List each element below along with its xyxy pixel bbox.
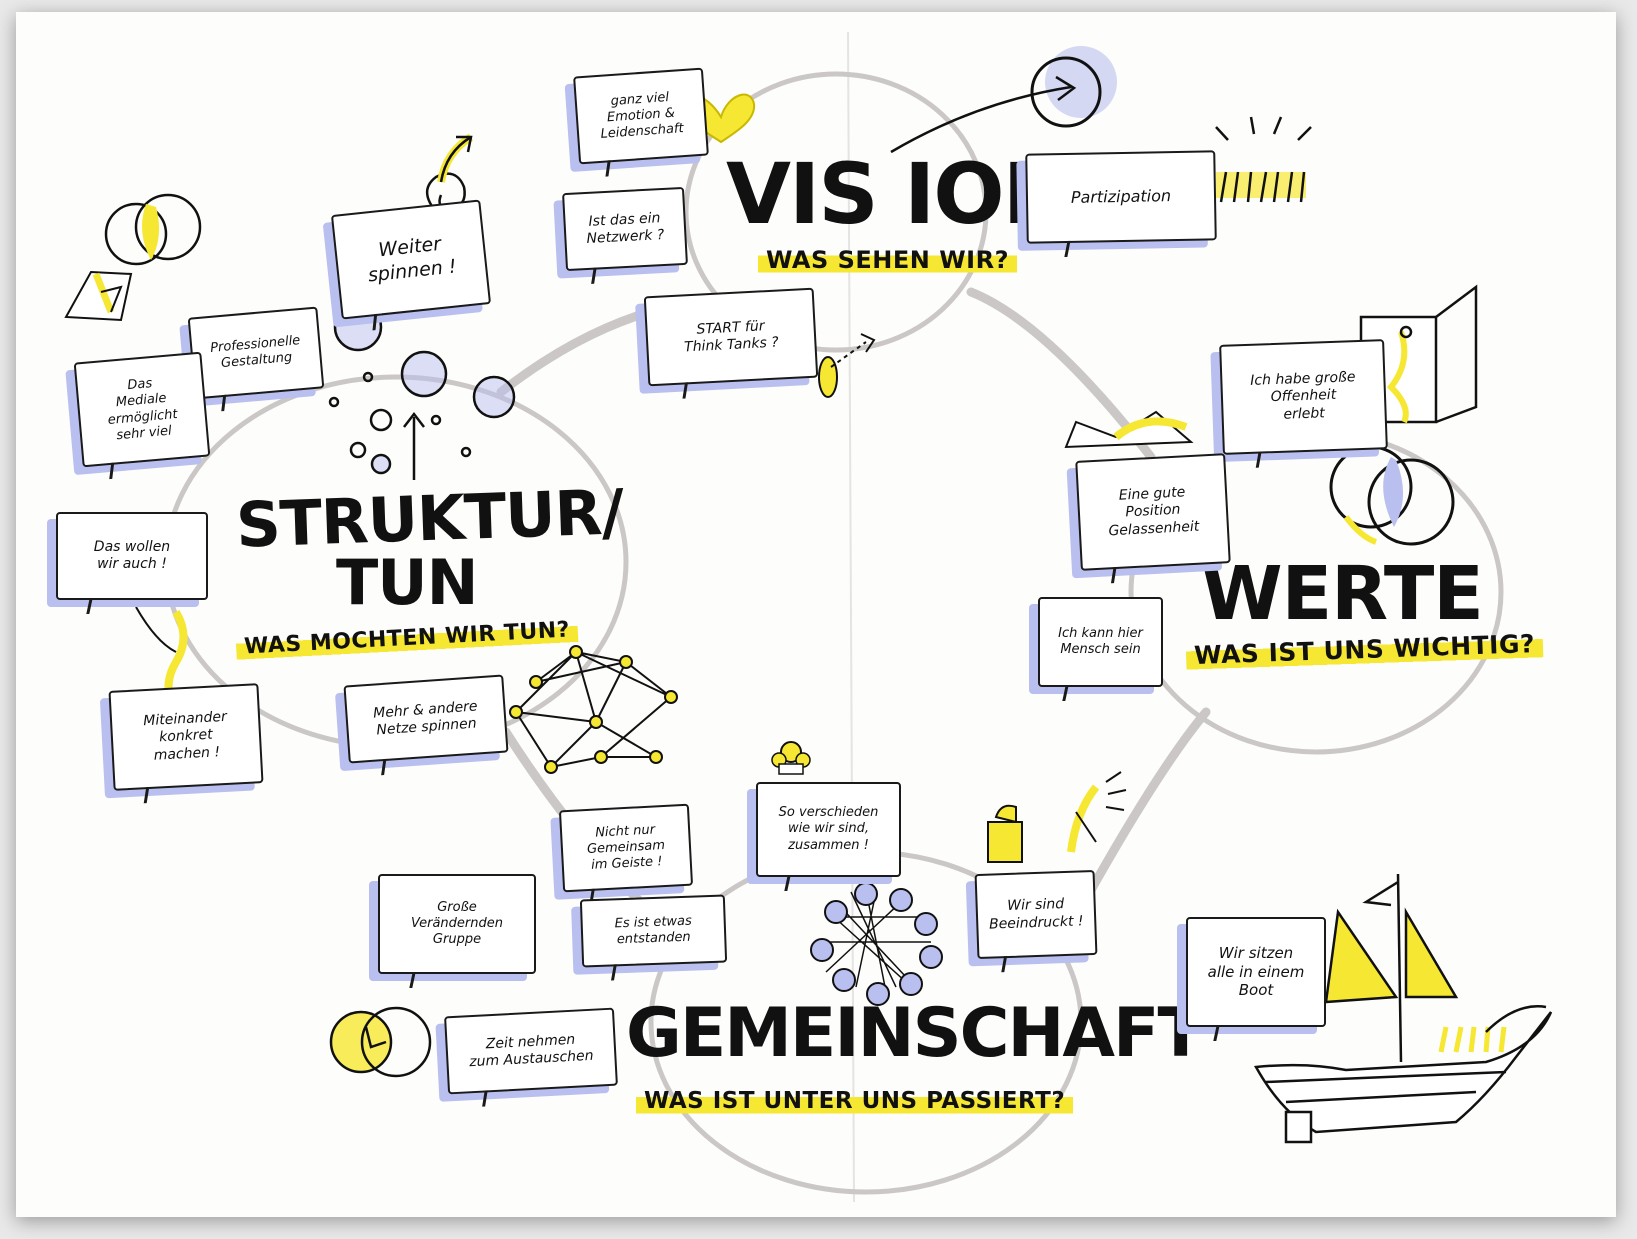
bubble-gelassenheit-text: Eine gute Position Gelassenheit [1108, 484, 1200, 540]
people-circle-icon [810, 882, 943, 1006]
bubble-mensch: Ich kann hier Mensch sein [1038, 597, 1163, 687]
bubble-mensch-text: Ich kann hier Mensch sein [1058, 625, 1143, 657]
werte-title: WERTE [1201, 551, 1484, 637]
bubble-partizipation-text: Partizipation [1070, 186, 1172, 207]
bubble-mediale-text: Das Mediale ermöglicht sehr viel [107, 376, 179, 444]
connector-curve [135, 606, 177, 653]
bubble-so-verschieden: So verschieden wie wir sind, zusammen ! [756, 782, 901, 877]
soap-bubbles-icon [328, 302, 516, 480]
venn-circles-icon [64, 193, 202, 322]
gemeinschaft-subtitle: WAS IST UNTER UNS PASSIERT? [636, 1087, 1074, 1117]
flower-icon [771, 741, 811, 775]
bubble-netze-spinnen-text: Mehr & andere Netze spinnen [372, 697, 479, 739]
bubble-professionelle-text: Professionelle Gestaltung [209, 332, 301, 372]
bubble-nicht-nur-text: Nicht nur Gemeinsam im Geiste ! [586, 822, 666, 873]
page-fold-line [847, 31, 855, 1203]
clock-venn-icon [329, 1006, 432, 1078]
bubble-entstanden: Es ist etwas entstanden [579, 894, 728, 968]
bubble-netzwerk: Ist das ein Netzwerk ? [562, 186, 688, 272]
bubble-offenheit-text: Ich habe große Offenheit erlebt [1250, 368, 1356, 423]
bubble-mediale: Das Mediale ermöglicht sehr viel [73, 351, 211, 468]
vision-cloud [683, 71, 989, 353]
bubble-beeindruckt: Wir sind Beeindruckt ! [974, 869, 1098, 960]
connector-lines [496, 287, 1211, 922]
vision-arrow-circle-icon [890, 46, 1117, 154]
bubble-emotion: ganz viel Emotion & Leidenschaft [573, 67, 709, 165]
bubble-das-wollen-text: Das wollen wir auch ! [93, 538, 171, 573]
bubble-netzwerk-text: Ist das ein Netzwerk ? [586, 209, 665, 248]
bubble-professionelle: Professionelle Gestaltung [187, 306, 325, 400]
bubble-weiter-spinnen: Weiter spinnen ! [330, 199, 492, 320]
bubble-gruppe: Große Verändernden Gruppe [378, 874, 536, 974]
bubble-entstanden-text: Es ist etwas entstanden [614, 913, 693, 948]
sparkle-rays-icon [1215, 116, 1312, 141]
sketch-drawings [64, 31, 1553, 1203]
bubble-think-tanks-text: START für Think Tanks ? [683, 317, 780, 356]
bubble-boot-text: Wir sitzen alle in einem Boot [1207, 943, 1305, 1000]
sailing-ship-icon [1253, 873, 1553, 1144]
bubble-zeit: Zeit nehmen zum Austauschen [444, 1007, 618, 1095]
bubble-beeindruckt-text: Wir sind Beeindruckt ! [988, 896, 1084, 933]
bubble-weiter-spinnen-text: Weiter spinnen ! [366, 232, 458, 287]
bubble-think-tanks: START für Think Tanks ? [643, 287, 819, 387]
werte-venn-circles-icon [1329, 445, 1455, 546]
graphic-recording-sheet: VIS ION WAS SEHEN WIR? STRUKTUR/ TUN WAS… [16, 12, 1616, 1217]
bubble-miteinander-text: Miteinander konkret machen ! [142, 708, 228, 764]
bubble-gelassenheit: Eine gute Position Gelassenheit [1075, 453, 1231, 571]
bowl-icon [1064, 410, 1194, 449]
leaf-arrow-icon [818, 333, 876, 398]
bubble-netze-spinnen: Mehr & andere Netze spinnen [343, 674, 509, 764]
struktur-title-line2: TUN [336, 546, 479, 619]
bubble-so-verschieden-text: So verschieden wie wir sind, zusammen ! [778, 805, 879, 853]
bubble-zeit-text: Zeit nehmen zum Austauschen [468, 1031, 594, 1071]
gemeinschaft-title: GEMEINSCHAFT [626, 994, 1204, 1073]
vision-title: VIS ION [726, 145, 1073, 243]
crowd-icon [1216, 171, 1306, 203]
bubble-partizipation: Partizipation [1025, 150, 1217, 244]
bubble-boot: Wir sitzen alle in einem Boot [1186, 917, 1326, 1027]
network-graph-icon [509, 645, 678, 774]
bubble-miteinander: Miteinander konkret machen ! [108, 683, 264, 791]
bubble-nicht-nur: Nicht nur Gemeinsam im Geiste ! [558, 803, 694, 893]
vision-subtitle: WAS SEHEN WIR? [758, 245, 1018, 276]
jar-icon [987, 771, 1127, 863]
bubble-gruppe-text: Große Verändernden Gruppe [410, 899, 503, 948]
bubble-offenheit: Ich habe große Offenheit erlebt [1219, 339, 1388, 455]
bubble-das-wollen: Das wollen wir auch ! [56, 512, 208, 600]
bubble-emotion-text: ganz viel Emotion & Leidenschaft [600, 89, 685, 142]
